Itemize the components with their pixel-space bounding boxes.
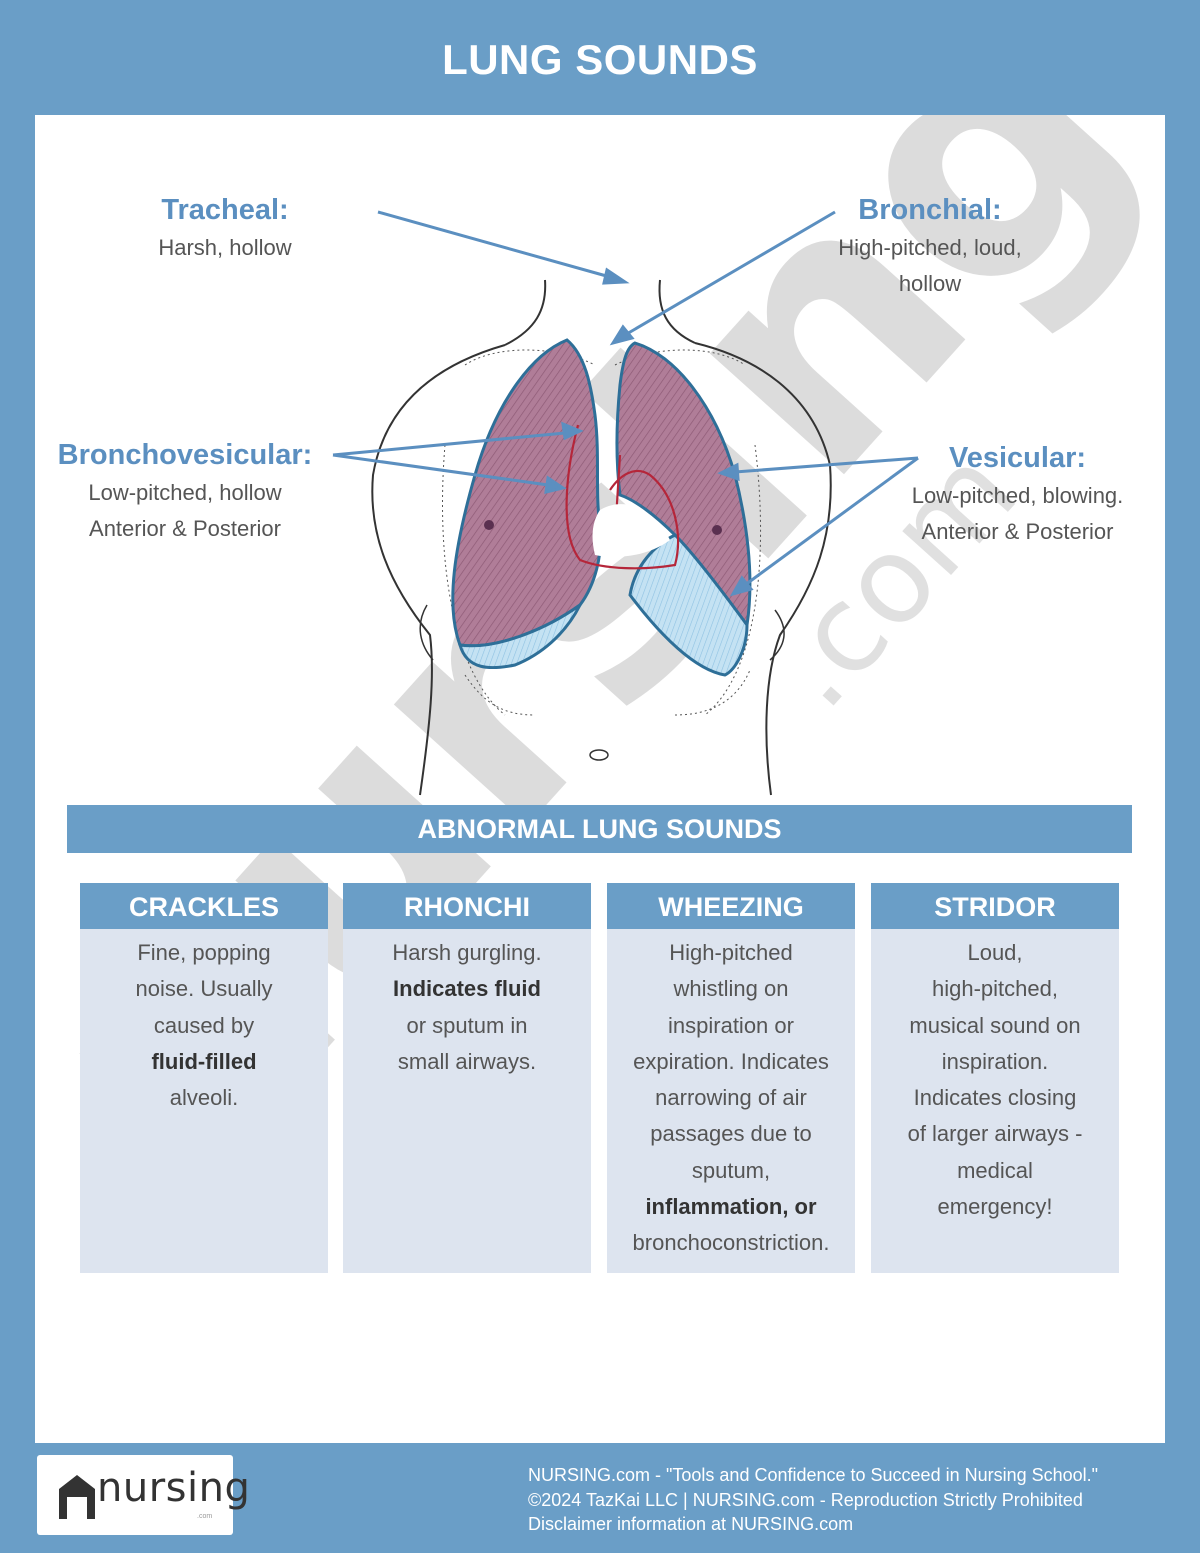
card-line: Indicates closing bbox=[913, 1085, 1077, 1111]
card-crackles: CRACKLES Fine, popping noise. Usually ca… bbox=[80, 883, 328, 1273]
card-body: Harsh gurgling. Indicates fluid or sputu… bbox=[343, 929, 591, 1080]
card-line: sputum, bbox=[691, 1157, 771, 1183]
torso-left bbox=[371, 344, 506, 796]
bronchovesicular-label: Bronchovesicular: Low-pitched, hollow An… bbox=[45, 435, 325, 547]
bronchovesicular-desc-1: Low-pitched, hollow bbox=[88, 480, 282, 505]
card-rhonchi: RHONCHI Harsh gurgling. Indicates fluid … bbox=[343, 883, 591, 1273]
house-icon bbox=[59, 1475, 95, 1519]
card-line: noise. Usually bbox=[135, 976, 273, 1002]
abnormal-section-heading: ABNORMAL LUNG SOUNDS bbox=[67, 805, 1132, 853]
neck-right bbox=[658, 279, 696, 344]
card-body: Loud, high-pitched, musical sound on ins… bbox=[871, 929, 1119, 1225]
vesicular-name: Vesicular: bbox=[948, 442, 1087, 474]
card-bold-text: fluid-filled bbox=[151, 1048, 257, 1074]
logo-sub: .com bbox=[197, 1513, 213, 1520]
card-line: narrowing of air bbox=[655, 1085, 807, 1111]
card-body: Fine, popping noise. Usually caused by f… bbox=[80, 929, 328, 1116]
card-line: medical bbox=[957, 1157, 1033, 1183]
footer-line-2: ©2024 TazKai LLC | NURSING.com - Reprodu… bbox=[528, 1489, 1083, 1510]
vesicular-desc-2: Anterior & Posterior bbox=[921, 519, 1114, 544]
tracheal-desc: Harsh, hollow bbox=[158, 235, 292, 260]
card-line: inspiration. bbox=[941, 1048, 1049, 1074]
bronchial-desc-1: High-pitched, loud, bbox=[838, 235, 1022, 260]
bronchial-label: Bronchial: High-pitched, loud, hollow bbox=[805, 190, 1055, 302]
footer-line-3: Disclaimer information at NURSING.com bbox=[528, 1514, 854, 1534]
card-line: Fine, popping bbox=[137, 940, 271, 965]
left-lung-base bbox=[457, 603, 582, 670]
card-title: CRACKLES bbox=[80, 883, 328, 929]
tracheal-name: Tracheal: bbox=[161, 194, 289, 226]
card-line: Harsh gurgling. bbox=[392, 940, 542, 965]
card-bold-text: Indicates fluid bbox=[393, 976, 541, 1002]
card-line: passages due to bbox=[650, 1121, 812, 1147]
card-body: High-pitched whistling on inspiration or… bbox=[607, 929, 855, 1262]
card-stridor: STRIDOR Loud, high-pitched, musical soun… bbox=[871, 883, 1119, 1273]
card-title: RHONCHI bbox=[343, 883, 591, 929]
card-line: musical sound on bbox=[909, 1012, 1081, 1038]
nursing-logo[interactable]: nursing .com bbox=[37, 1455, 250, 1535]
card-bold-text: inflammation, or bbox=[645, 1194, 817, 1220]
torso-right bbox=[694, 342, 832, 796]
card-line: High-pitched bbox=[669, 940, 793, 965]
tracheal-label: Tracheal: Harsh, hollow bbox=[120, 190, 330, 266]
card-title: STRIDOR bbox=[871, 883, 1119, 929]
bronchial-desc-2: hollow bbox=[898, 271, 962, 296]
card-line: Loud, bbox=[967, 940, 1023, 965]
bronchial-name: Bronchial: bbox=[858, 194, 1002, 226]
neck-left bbox=[504, 279, 547, 346]
right-lung-base bbox=[628, 533, 749, 677]
footer: NURSING.com - "Tools and Confidence to S… bbox=[528, 1463, 1098, 1537]
footer-line-1: NURSING.com - "Tools and Confidence to S… bbox=[528, 1465, 1099, 1485]
page-title: LUNG SOUNDS bbox=[442, 36, 758, 83]
card-line: expiration. Indicates bbox=[633, 1048, 829, 1074]
bronchovesicular-name: Bronchovesicular: bbox=[57, 439, 313, 471]
card-wheezing: WHEEZING High-pitched whistling on inspi… bbox=[607, 883, 855, 1273]
vesicular-label: Vesicular: Low-pitched, blowing. Anterio… bbox=[880, 438, 1155, 550]
card-title: WHEEZING bbox=[607, 883, 855, 929]
card-line: whistling on bbox=[673, 976, 789, 1002]
card-line: emergency! bbox=[937, 1194, 1053, 1220]
card-line: small airways. bbox=[397, 1048, 537, 1074]
content-panel: nursing .com bbox=[35, 115, 1165, 1443]
logo-text: nursing bbox=[97, 1465, 251, 1511]
card-line: caused by bbox=[153, 1012, 255, 1038]
card-line: or sputum in bbox=[406, 1012, 528, 1038]
left-lung bbox=[451, 338, 603, 648]
card-line: alveoli. bbox=[169, 1085, 239, 1111]
card-line: inspiration or bbox=[668, 1012, 794, 1038]
card-line: of larger airways - bbox=[907, 1121, 1083, 1147]
lung-illustration bbox=[332, 210, 919, 796]
card-line: high-pitched, bbox=[932, 976, 1058, 1002]
card-line: bronchoconstriction. bbox=[632, 1230, 830, 1256]
vesicular-desc-1: Low-pitched, blowing. bbox=[911, 483, 1124, 508]
bronchovesicular-desc-2: Anterior & Posterior bbox=[89, 516, 281, 541]
